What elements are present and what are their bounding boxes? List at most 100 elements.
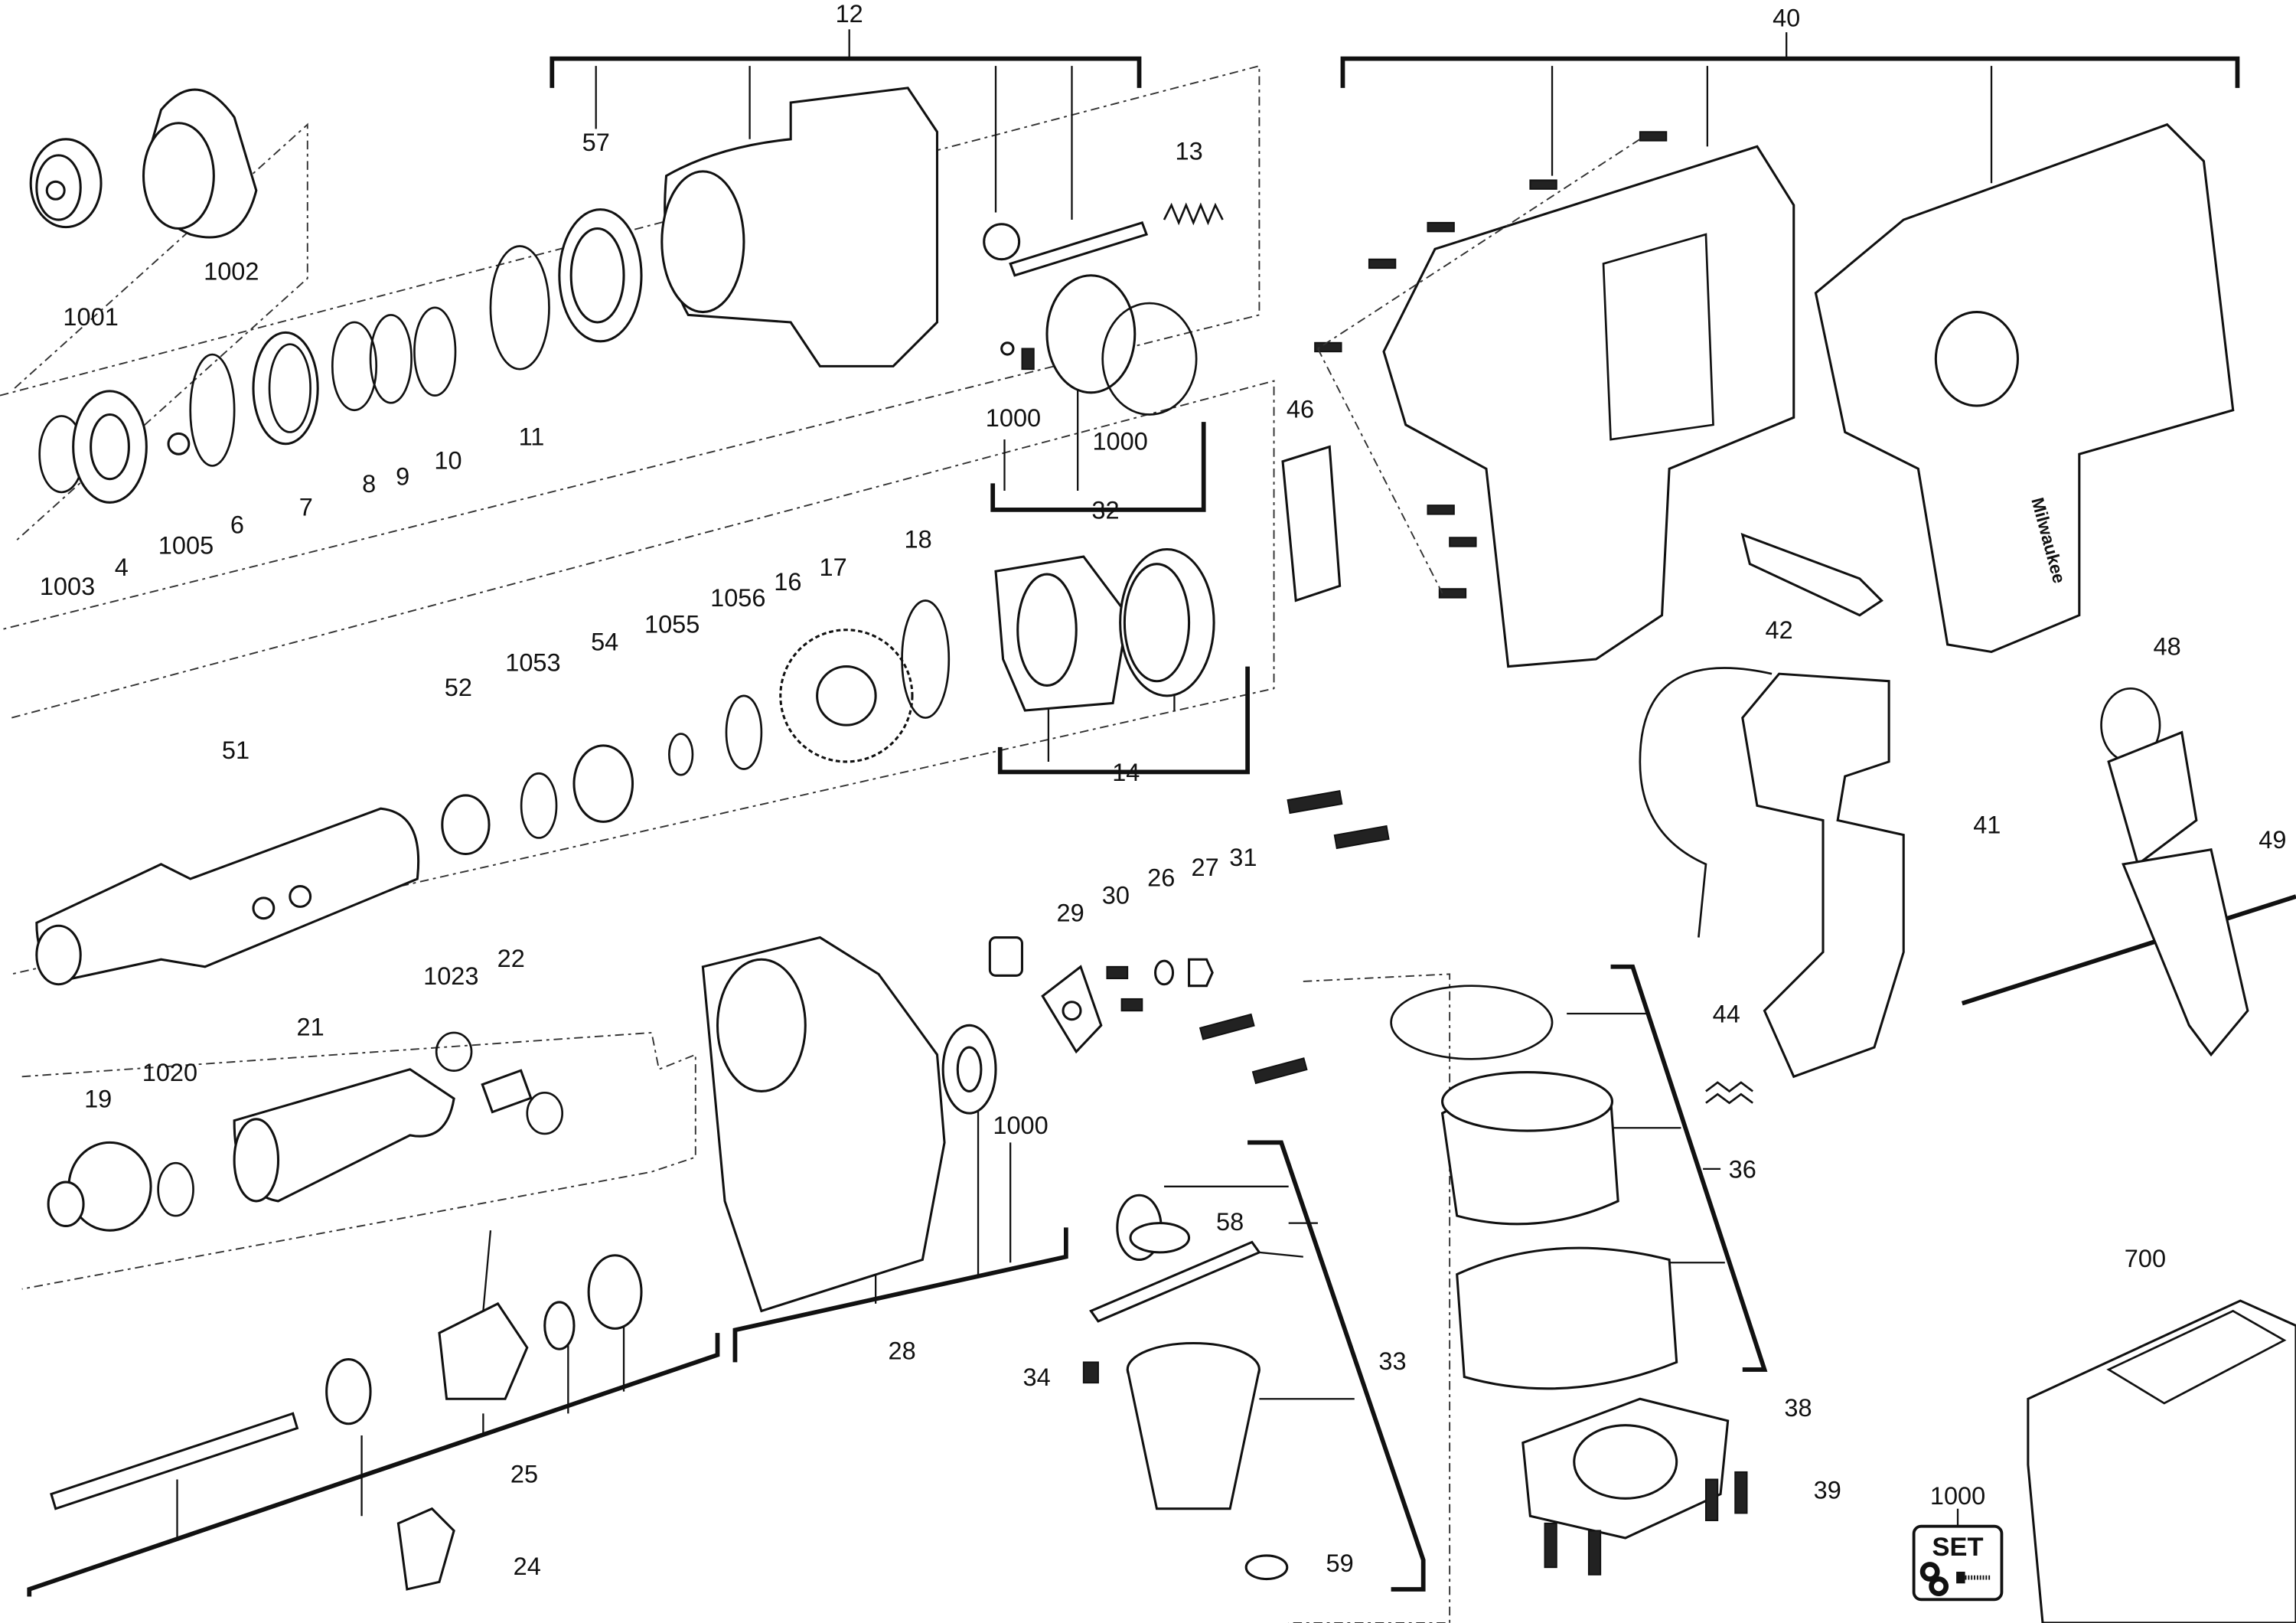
set-kit-icon: SET [1912,1508,2004,1602]
part-label-19: 19 [84,1085,112,1112]
part-label-46: 46 [1287,395,1314,423]
part-21-piston [233,1068,455,1203]
part-29 [1041,965,1103,1054]
part-58-assy [1089,1194,1261,1323]
part-label-8: 8 [362,470,376,498]
part-25-shaft [50,1230,643,1510]
part-label-1053: 1053 [505,648,560,676]
part-label-16: 16 [774,568,801,596]
part-1002 [142,88,258,239]
part-pin [983,220,1149,277]
part-label-1000: 1000 [993,1112,1048,1139]
part-700-case [2027,1299,2296,1623]
part-48-49-handle [1961,687,2296,1057]
assembly-outline-spindle [11,380,1275,975]
part-36-stator [1390,985,1678,1390]
housing-screws [1314,131,1668,599]
part-armature [1126,1341,1289,1581]
part-label-22: 22 [497,945,525,972]
part-1000-sleeve [988,936,1023,977]
part-label-9: 9 [396,462,409,490]
part-46-label [1281,445,1342,603]
part-label-17: 17 [820,554,847,581]
part-label-52: 52 [445,674,472,701]
part-label-32: 32 [1091,496,1119,524]
part-bearing [941,1024,997,1115]
part-label-25: 25 [510,1460,538,1487]
part-label-13: 13 [1175,138,1202,165]
part-label-1055: 1055 [644,611,700,638]
bracket-33 [1164,1140,1426,1592]
part-label-1000: 1000 [1092,427,1147,455]
part-label-31: 31 [1229,844,1257,871]
part-label-29: 29 [1057,899,1084,926]
part-label-26: 26 [1147,864,1175,892]
part-label-1056: 1056 [710,584,765,612]
part-label-21: 21 [297,1014,325,1041]
part-label-1002: 1002 [204,257,259,285]
part-1001 [29,138,103,229]
part-label-11: 11 [519,423,545,451]
part-label-10: 10 [434,446,461,474]
part-51-spindle [35,807,420,986]
part-label-34: 34 [1023,1363,1051,1391]
part-label-59: 59 [1326,1550,1354,1577]
part-38-brushplate [1521,1397,1730,1540]
part-label-1005: 1005 [158,531,214,559]
part-label-44: 44 [1713,1001,1740,1028]
parts-rings-row2 [38,208,643,504]
svg-text:SET: SET [1932,1533,1984,1562]
parts-spindle-small [441,547,1215,856]
part-1023 [435,1031,473,1072]
part-1020 [157,1161,194,1217]
part-label-48: 48 [2154,632,2181,660]
part-24 [396,1507,455,1591]
part-label-49: 49 [2258,826,2286,854]
part-label-27: 27 [1192,854,1219,881]
part-label-14: 14 [1112,759,1140,786]
part-44-spring [1705,1081,1753,1105]
part-22 [481,1069,564,1135]
part-label-36: 36 [1729,1155,1756,1183]
bracket-12 [550,29,1142,220]
part-label-30: 30 [1102,882,1130,909]
part-label-38: 38 [1784,1394,1812,1422]
part-label-28: 28 [888,1337,915,1365]
part-label-58: 58 [1216,1208,1244,1236]
part-41-switch [1639,667,1905,1079]
part-label-6: 6 [230,511,244,538]
assembly-outline-motor [1288,973,1451,1623]
part-label-57: 57 [582,129,610,156]
part-label-1020: 1020 [142,1059,197,1086]
bracket-36 [1567,964,1768,1372]
part-label-18: 18 [905,526,932,554]
assembly-outline-nose [14,122,308,543]
part-label-7: 7 [299,494,313,521]
part-number-labels: 12 40 57 13 1001 1002 11 10 98 7 6 1005 4 1003 1000 100… [40,0,2287,1580]
bracket-25 [27,1318,720,1597]
part-label-1000: 1000 [1930,1482,1985,1510]
part-gear-housing [660,87,939,367]
part-label-4: 4 [115,554,129,581]
part-40-housing-right: Milwaukee [1814,122,2235,654]
part-label-1003: 1003 [40,573,95,600]
part-32-assy [1000,274,1198,416]
screw-34 [1082,1361,1099,1384]
part-label-12: 12 [836,0,863,28]
part-label-40: 40 [1773,4,1800,31]
part-label-700: 700 [2125,1245,2166,1272]
part-label-51: 51 [222,736,249,764]
part-label-54: 54 [591,629,618,656]
part-label-42: 42 [1766,616,1793,644]
part-label-24: 24 [514,1553,541,1580]
part-42 [1740,532,1883,617]
part-39-screws [1544,1471,1748,1576]
part-40-housing-left [1382,145,1795,668]
part-label-1000: 1000 [986,404,1041,432]
part-label-1023: 1023 [423,962,478,990]
part-13-spring [1163,202,1224,226]
part-label-39: 39 [1814,1476,1841,1504]
part-label-1001: 1001 [63,303,118,331]
bracket-40 [1340,32,2240,184]
